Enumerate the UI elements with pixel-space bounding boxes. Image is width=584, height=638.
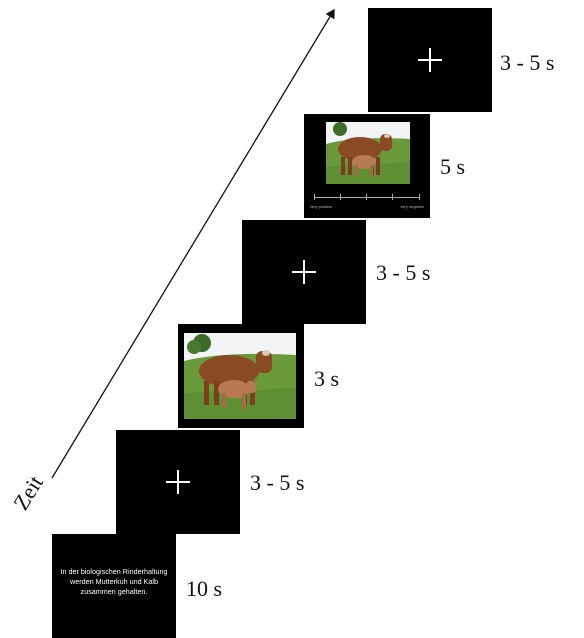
screen-sentence: In der biologischen Rinderhaltung werden… <box>60 567 168 596</box>
duration-label: 3 - 5 s <box>250 470 305 495</box>
cow-calf-photo <box>184 333 296 419</box>
image-screen <box>178 324 304 428</box>
fixation-cross-icon <box>242 220 366 324</box>
scale-left-label: very positive <box>310 204 333 209</box>
cow-calf-photo <box>326 122 410 184</box>
scale-tick <box>340 194 341 200</box>
duration-label: 3 s <box>314 366 340 391</box>
scale-tick <box>419 194 420 200</box>
fixation-screen <box>116 430 240 534</box>
text-screen: In der biologischen Rinderhaltung werden… <box>52 534 176 638</box>
scale-right-label: very negative <box>400 204 424 209</box>
scale-tick <box>392 194 393 200</box>
fixation-cross-icon <box>368 8 492 112</box>
scale-tick <box>366 194 367 200</box>
duration-label: 3 - 5 s <box>376 260 431 285</box>
scale-tick <box>314 194 315 200</box>
rating-scale-line <box>314 197 420 198</box>
fixation-screen <box>242 220 366 324</box>
duration-label: 3 - 5 s <box>500 50 555 75</box>
duration-label: 5 s <box>440 154 466 179</box>
rating-screen: very positive very negative <box>304 114 430 218</box>
fixation-cross-icon <box>116 430 240 534</box>
duration-label: 10 s <box>186 576 223 601</box>
fixation-screen <box>368 8 492 112</box>
